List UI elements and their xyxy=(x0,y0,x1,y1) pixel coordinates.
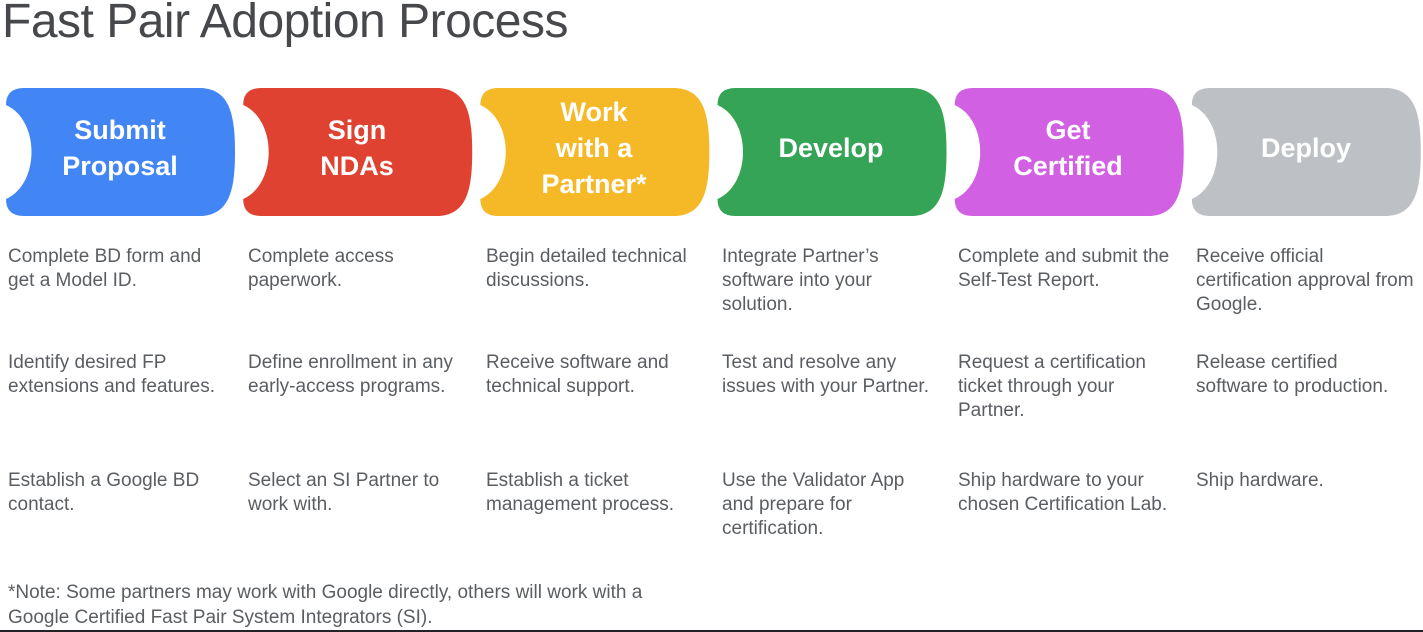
step-get-certified-3: Ship hardware to your chosen Certificati… xyxy=(958,470,1168,515)
step-work-with-partner-3: Establish a ticket management process. xyxy=(486,470,674,515)
step-work-with-partner-2: Receive software and technical support. xyxy=(486,352,669,397)
step-deploy-2: Release certified software to production… xyxy=(1196,352,1389,397)
step-get-certified-2: Request a certification ticket through y… xyxy=(958,352,1146,421)
footnote: *Note: Some partners may work with Googl… xyxy=(8,582,643,628)
stage-shape-deploy xyxy=(1191,88,1421,216)
stage-shape-get-certified xyxy=(954,88,1184,216)
step-deploy-3: Ship hardware. xyxy=(1196,470,1324,491)
page-title: Fast Pair Adoption Process xyxy=(2,0,568,48)
step-submit-proposal-2: Identify desired FP extensions and featu… xyxy=(8,352,216,397)
stage-shape-work-with-partner xyxy=(480,88,710,216)
step-submit-proposal-3: Establish a Google BD contact. xyxy=(8,470,200,515)
stage-shape-sign-ndas xyxy=(243,88,473,216)
step-work-with-partner-1: Begin detailed technical discussions. xyxy=(486,246,687,291)
process-flow-band xyxy=(6,88,1421,216)
step-develop-3: Use the Validator App and prepare for ce… xyxy=(722,470,905,539)
step-develop-1: Integrate Partner’s software into your s… xyxy=(722,246,879,315)
step-sign-ndas-2: Define enrollment in any early-access pr… xyxy=(248,352,453,397)
step-develop-2: Test and resolve any issues with your Pa… xyxy=(722,352,929,397)
stage-shape-develop xyxy=(717,88,947,216)
step-sign-ndas-1: Complete access paperwork. xyxy=(248,246,394,291)
step-submit-proposal-1: Complete BD form and get a Model ID. xyxy=(8,246,202,291)
step-deploy-1: Receive official certification approval … xyxy=(1196,246,1414,315)
step-get-certified-1: Complete and submit the Self-Test Report… xyxy=(958,246,1170,291)
step-sign-ndas-3: Select an SI Partner to work with. xyxy=(248,470,440,515)
bottom-edge-line xyxy=(0,630,1423,632)
stage-shape-submit-proposal xyxy=(6,88,235,216)
